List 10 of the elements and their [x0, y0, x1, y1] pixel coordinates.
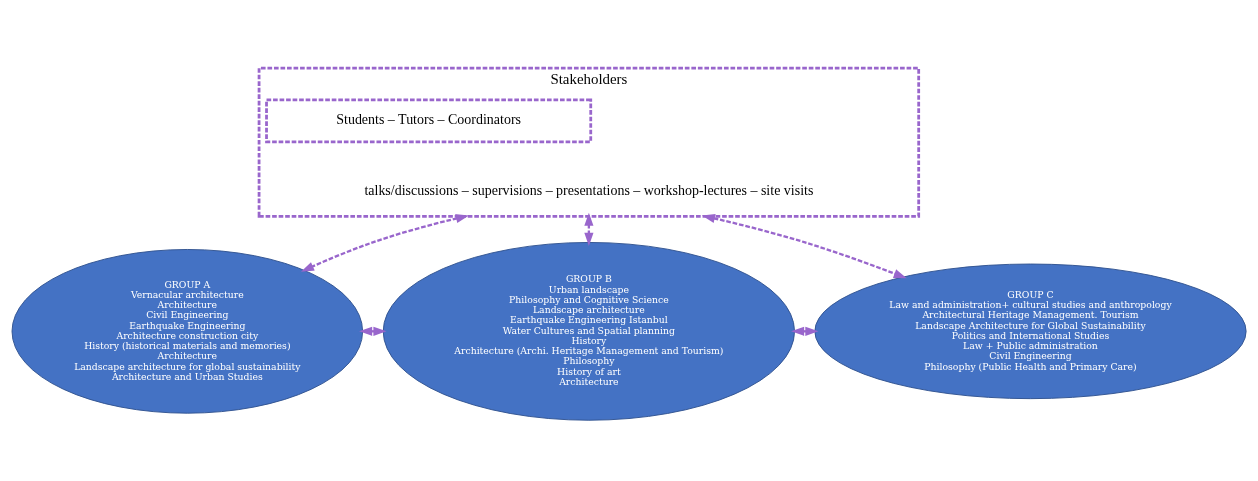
arrow — [300, 214, 469, 272]
arrow — [791, 326, 819, 336]
arrow — [701, 214, 907, 279]
arrow — [359, 326, 387, 336]
node-ellipse: GROUP A Vernacular architecture Architecture Civil Engineering Earthquake Engineering Architecture construction city History (historical materials and memories) Architecture Landscape architecture for global sustainability Architecture and Urban Studies — [11, 249, 364, 414]
node-ellipse: GROUP C Law and administration+ cultural studies and anthropology Architectural Heritage Management. Tourism Landscape Architecture for Global Sustainability Politics and International Studies Law + Public administration Civil Engineering Philosophy (Public Health and Primary Care) — [814, 263, 1247, 400]
node-box: Students – Tutors – Coordinators — [265, 98, 593, 144]
arrow — [584, 212, 594, 246]
node-ellipse: GROUP B Urban landscape Philosophy and Cognitive Science Landscape architecture Earthquake Engineering Istanbul Water Cultures and Spatial planning History Architecture (Archi. Heritage Management and Tourism) Philosophy History of art Architecture — [382, 241, 795, 421]
label: talks/discussions – supervisions – presentations – workshop-lectures – site visits — [364, 183, 814, 199]
